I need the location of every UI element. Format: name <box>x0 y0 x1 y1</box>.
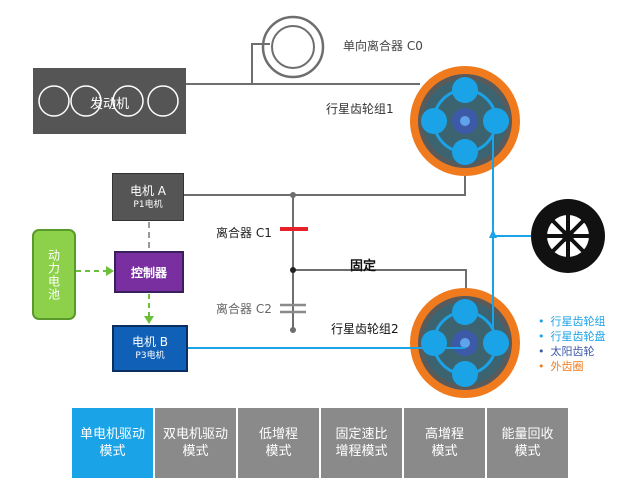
planet-2-right <box>483 330 509 356</box>
tab-label-line2: 模式 <box>182 444 209 459</box>
planet-1-top <box>452 77 478 103</box>
tab-label-line1: 高增程 <box>424 427 464 442</box>
motor-a-line <box>184 165 466 196</box>
controller-arrow <box>144 316 154 324</box>
cylinder-4 <box>147 85 179 117</box>
motor-b-sub: P3电机 <box>135 351 165 361</box>
tab-fixed-ratio-range-extend[interactable]: 固定速比 增程模式 <box>321 408 402 478</box>
battery-box: 动力电池 <box>32 229 76 320</box>
tab-high-range-extend[interactable]: 高增程 模式 <box>404 408 485 478</box>
tab-label-line2: 模式 <box>514 444 541 459</box>
motor-a-node <box>290 192 296 198</box>
tab-low-range-extend[interactable]: 低增程 模式 <box>238 408 319 478</box>
c2-node <box>290 327 296 333</box>
legend-item: • 行星齿轮盘 <box>538 329 606 344</box>
planet-2-left <box>421 330 447 356</box>
legend-dot: • <box>538 345 545 358</box>
legend: • 行星齿轮组 • 行星齿轮盘 • 太阳齿轮 • 外齿圈 <box>538 314 606 374</box>
planet-1-right <box>483 108 509 134</box>
wheel <box>531 199 605 273</box>
legend-item: • 外齿圈 <box>538 359 606 374</box>
legend-label: 行星齿轮组 <box>550 315 606 328</box>
controller-box: 控制器 <box>114 251 184 293</box>
planet-2-bottom <box>452 361 478 387</box>
tab-label-line1: 单电机驱动 <box>79 427 145 442</box>
tab-label-line2: 模式 <box>99 444 126 459</box>
tab-energy-recovery[interactable]: 能量回收 模式 <box>487 408 568 478</box>
motor-a-sub: P1电机 <box>133 199 163 210</box>
clutch-c0-label: 单向离合器 C0 <box>343 39 423 53</box>
legend-label: 行星齿轮盘 <box>550 330 606 343</box>
fixed-label: 固定 <box>350 259 377 274</box>
engine-shaft-line <box>186 43 270 85</box>
mode-tabs: 单电机驱动 模式 双电机驱动 模式 低增程 模式 固定速比 增程模式 高增程 模… <box>72 408 568 478</box>
legend-dot: • <box>538 315 545 328</box>
tab-label-line2: 模式 <box>431 444 458 459</box>
legend-label: 太阳齿轮 <box>550 345 595 358</box>
motor-a-title: 电机 A <box>129 183 167 198</box>
tab-label-line2: 模式 <box>265 444 292 459</box>
fixed-line <box>293 269 467 292</box>
tab-single-motor-drive[interactable]: 单电机驱动 模式 <box>72 408 153 478</box>
c1-node <box>290 267 296 273</box>
flow-arrow <box>489 229 497 238</box>
controller-label: 控制器 <box>130 265 167 280</box>
engine-block <box>33 68 186 134</box>
legend-item: • 太阳齿轮 <box>538 344 606 359</box>
legend-label: 外齿圈 <box>550 360 584 373</box>
legend-dot: • <box>538 330 545 343</box>
legend-dot: • <box>538 360 545 373</box>
clutch-c0-symbol <box>261 15 325 79</box>
tab-label-line1: 能量回收 <box>501 427 554 442</box>
planet-2-top <box>452 299 478 325</box>
tab-label-line1: 固定速比 <box>335 427 388 442</box>
motor-a-box: 电机 A P1电机 <box>112 173 184 221</box>
battery-arrow <box>106 266 114 276</box>
tab-label-line1: 双电机驱动 <box>162 427 228 442</box>
planet1-label: 行星齿轮组1 <box>326 102 394 116</box>
motor-b-box: 电机 B P3电机 <box>112 325 188 372</box>
planetary-gear-set-1 <box>410 66 520 176</box>
clutch-c1-label: 离合器 C1 <box>216 226 272 240</box>
legend-item: • 行星齿轮组 <box>538 314 606 329</box>
planet-1-bottom <box>452 139 478 165</box>
planet2-label: 行星齿轮组2 <box>331 322 399 336</box>
engine-label: 发动机 <box>90 97 130 112</box>
motor-b-title: 电机 B <box>131 335 169 349</box>
planet-1-left <box>421 108 447 134</box>
tab-dual-motor-drive[interactable]: 双电机驱动 模式 <box>155 408 236 478</box>
planetary-gear-set-2 <box>410 288 520 398</box>
cylinder-2 <box>70 85 102 117</box>
tab-label-line2: 增程模式 <box>335 444 388 459</box>
battery-label: 动力电池 <box>46 248 61 301</box>
cylinder-3 <box>112 85 144 117</box>
cylinder-1 <box>38 85 70 117</box>
clutch-c2-label: 离合器 C2 <box>216 302 272 316</box>
tab-label-line1: 低增程 <box>258 427 298 442</box>
